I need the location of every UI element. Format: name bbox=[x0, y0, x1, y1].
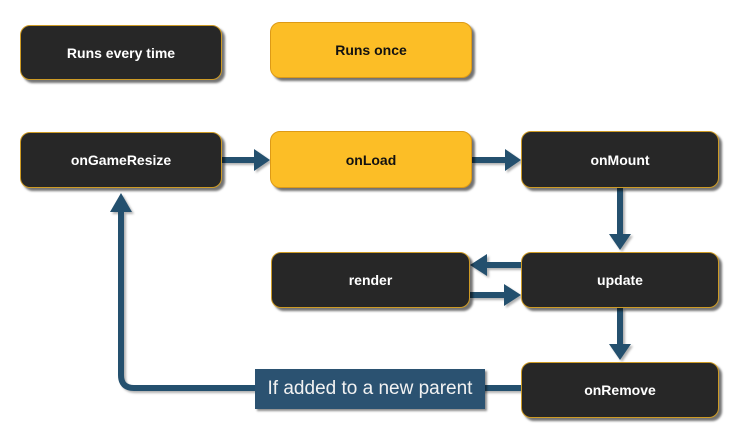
node-render-label: render bbox=[348, 272, 393, 288]
node-ongameresize-label: onGameResize bbox=[70, 152, 172, 168]
legend-runs-every-time: Runs every time bbox=[20, 25, 222, 80]
node-update-label: update bbox=[597, 272, 643, 288]
node-onmount: onMount bbox=[521, 131, 719, 188]
node-ongameresize: onGameResize bbox=[20, 132, 222, 188]
node-onremove-label: onRemove bbox=[584, 382, 656, 398]
arrow-onload-to-onmount bbox=[472, 149, 521, 171]
node-onload-label: onLoad bbox=[345, 151, 397, 168]
node-onload: onLoad bbox=[270, 131, 472, 188]
node-update: update bbox=[521, 252, 719, 308]
node-onmount-label: onMount bbox=[590, 151, 650, 168]
arrow-ongameresize-to-onload bbox=[222, 149, 270, 171]
edge-label-text: If added to a new parent bbox=[267, 378, 473, 399]
arrow-update-to-onremove bbox=[609, 308, 631, 360]
arrow-onmount-to-update bbox=[609, 188, 631, 250]
arrow-onremove-to-ongameresize bbox=[110, 193, 521, 391]
legend-runs-once: Runs once bbox=[270, 22, 472, 78]
arrow-update-to-render bbox=[470, 254, 521, 276]
arrow-render-to-update bbox=[470, 284, 521, 306]
legend-runs-once-label: Runs once bbox=[335, 42, 407, 58]
node-onremove: onRemove bbox=[521, 362, 719, 418]
edge-label-if-added-to-new-parent: If added to a new parent bbox=[255, 369, 485, 409]
legend-runs-every-time-label: Runs every time bbox=[66, 44, 176, 61]
node-render: render bbox=[271, 252, 470, 308]
